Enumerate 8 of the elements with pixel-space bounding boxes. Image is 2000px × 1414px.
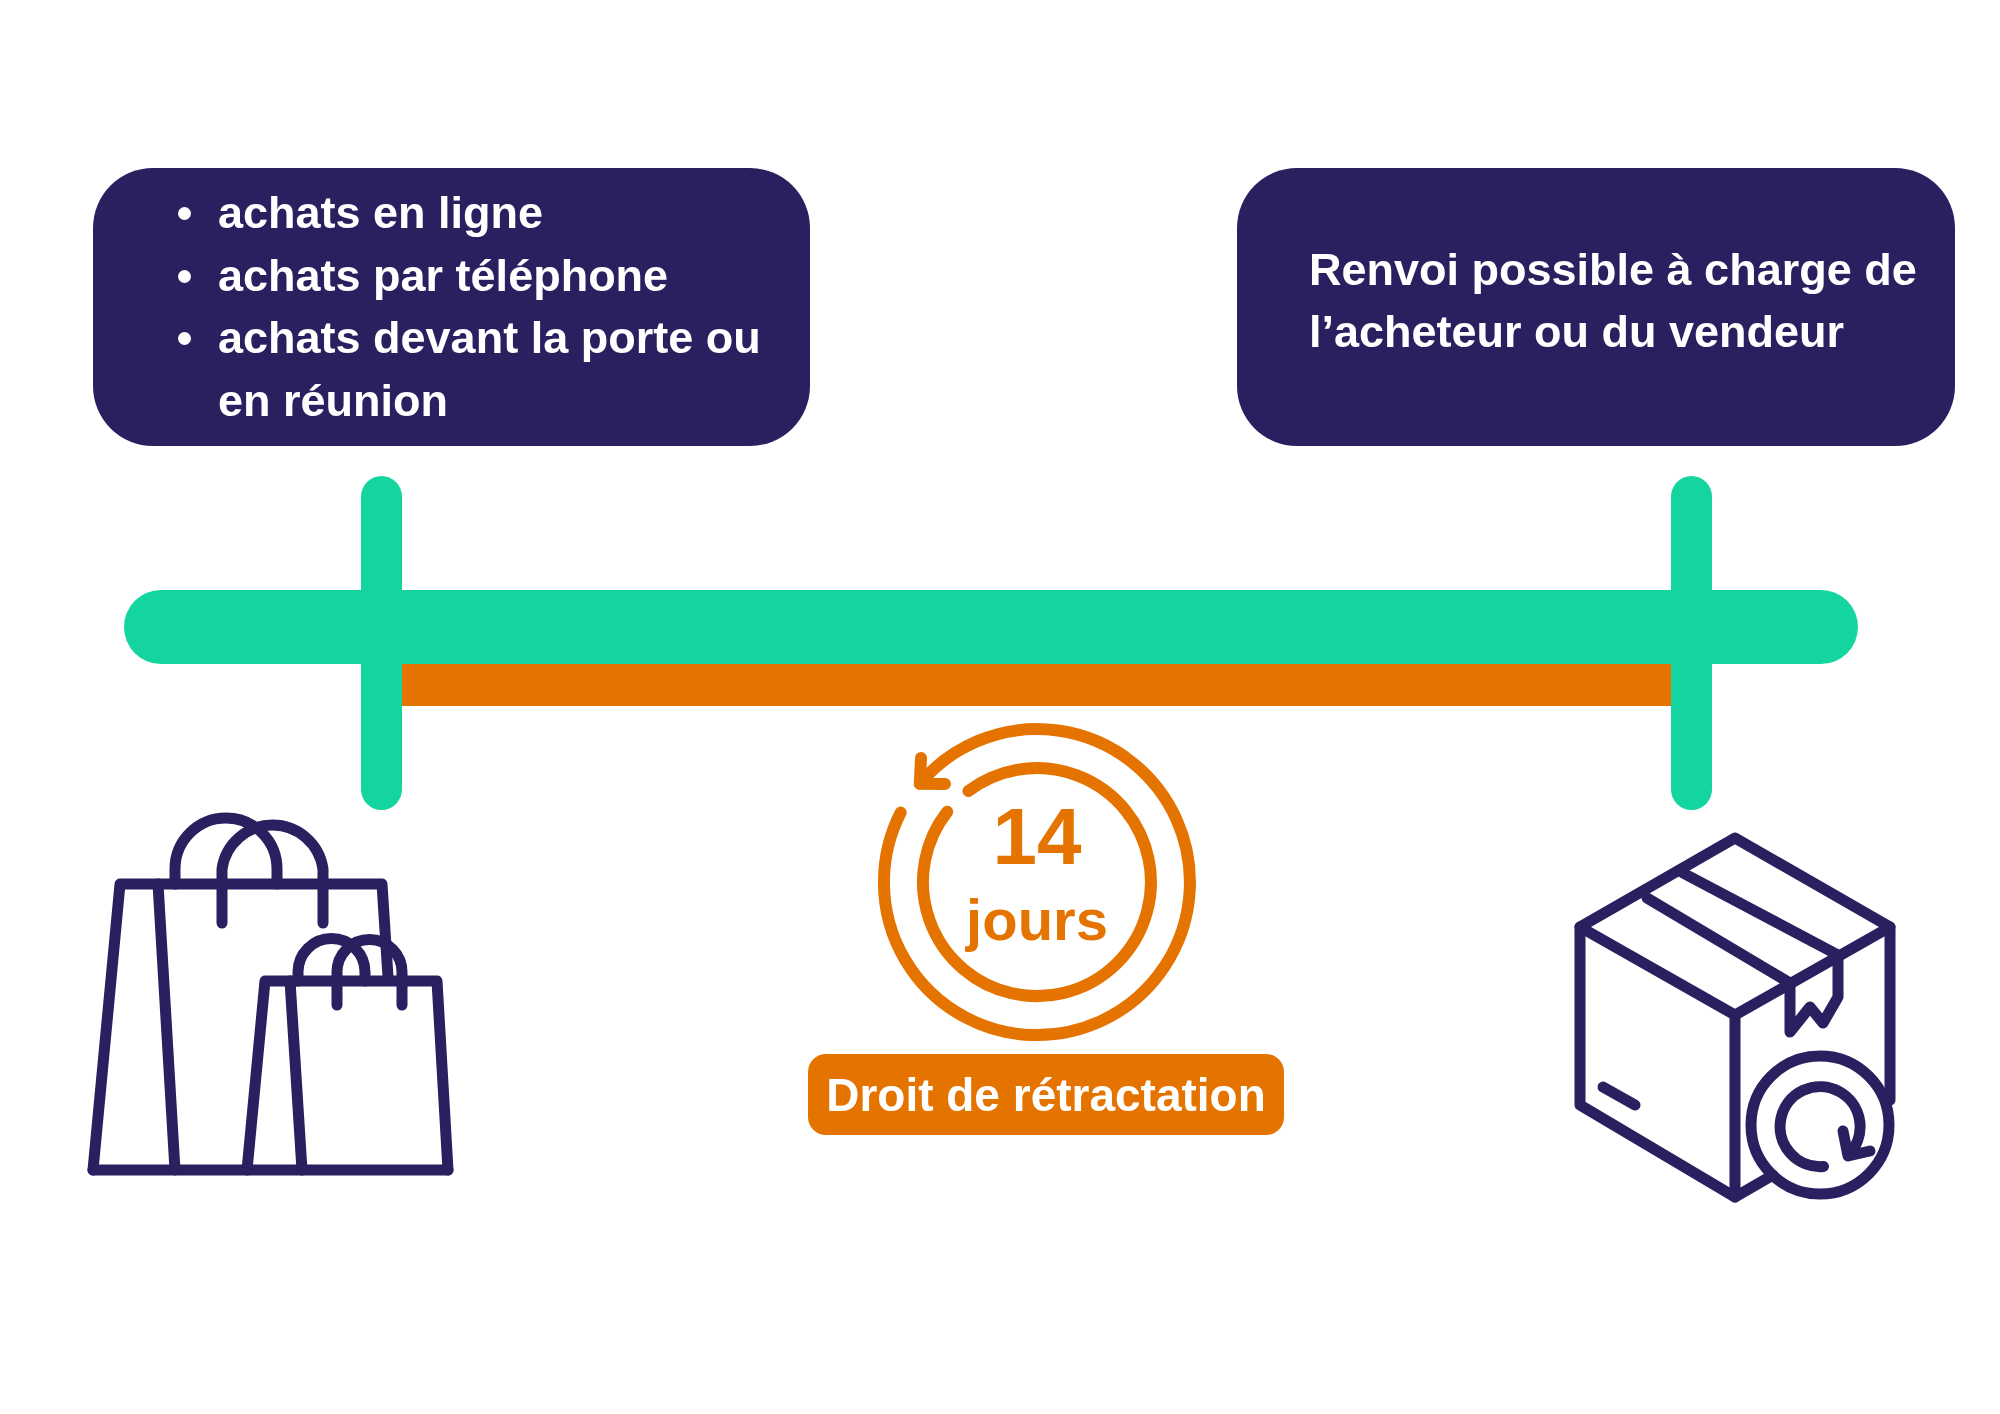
day-count: 14 — [992, 797, 1082, 877]
info-panel — [1237, 168, 1955, 446]
list-item-text: achats en ligne — [218, 186, 545, 240]
info-panel — [93, 168, 810, 446]
list-item-text: achats devant la porte ou en réunion — [218, 311, 762, 428]
period-tag: Droit de rétractation — [808, 1054, 1284, 1135]
info-text: Renvoi possible à charge de l’acheteur ou du vendeur — [1309, 243, 1918, 359]
list-item-text: achats par téléphone — [218, 248, 670, 303]
